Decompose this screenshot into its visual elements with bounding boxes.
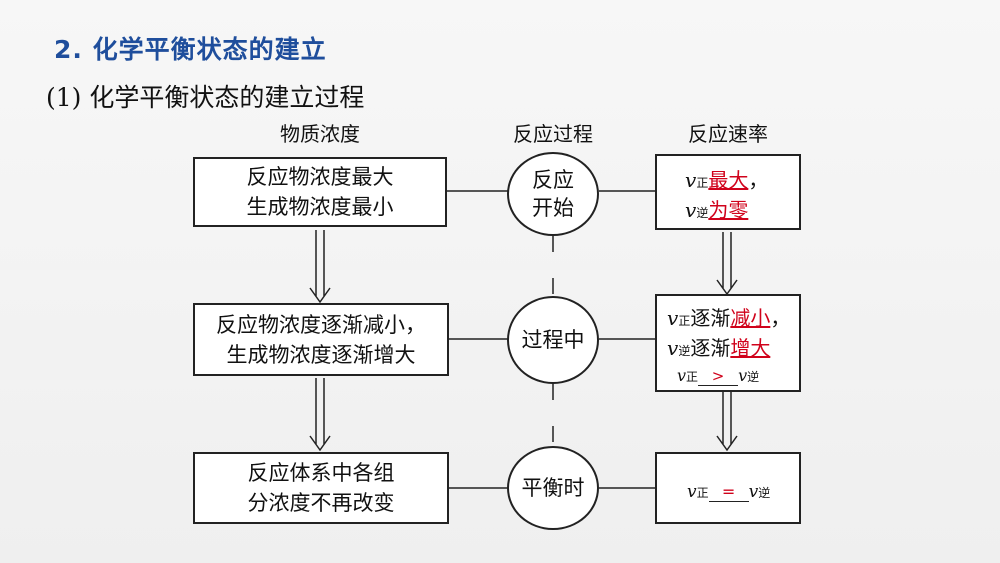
concentration-line: 生成物浓度最小 <box>246 195 394 219</box>
rate-line-reverse: v逆逐渐增大 <box>667 332 770 361</box>
stage-label: 过程中 <box>521 328 585 352</box>
answer-text: 最大 <box>708 168 749 192</box>
rate-box-start: v正最大， v逆为零 <box>655 154 801 230</box>
velocity-symbol: v <box>687 482 697 502</box>
answer-blank: > <box>698 367 739 386</box>
stage-label: 反应 <box>532 168 574 192</box>
rate-box-process: v正逐渐减小， v逆逐渐增大 v正>v逆 <box>655 294 801 392</box>
stage-circle-equilibrium: 平衡时 <box>507 446 599 530</box>
stage-label: 平衡时 <box>521 476 585 500</box>
concentration-line: 分浓度不再改变 <box>247 491 395 515</box>
subscript: 逆 <box>678 344 691 358</box>
velocity-symbol: v <box>667 306 679 330</box>
concentration-line: 生成物浓度逐渐增大 <box>226 342 416 367</box>
concentration-box-start: 反应物浓度最大 生成物浓度最小 <box>193 157 447 227</box>
concentration-line: 反应物浓度逐渐减小， <box>216 312 426 337</box>
concentration-line: 反应物浓度最大 <box>246 165 394 189</box>
answer-text: 减小 <box>730 306 771 330</box>
header-process: 反应过程 <box>513 122 593 146</box>
rate-line-forward: v正逐渐减小， <box>667 302 790 331</box>
header-rate: 反应速率 <box>688 122 768 146</box>
rate-compare: v正=v逆 <box>687 482 770 502</box>
subscript: 正 <box>678 314 691 328</box>
down-arrow-right-2 <box>716 392 738 452</box>
down-arrow-left-2 <box>309 378 331 452</box>
answer-text: 增大 <box>730 336 771 360</box>
subscript: 正 <box>696 176 709 190</box>
subscript: 正 <box>696 486 709 500</box>
rate-text: 逐渐 <box>690 306 731 330</box>
subscript: 逆 <box>696 206 709 220</box>
velocity-symbol: v <box>685 168 697 192</box>
punctuation: ， <box>770 306 791 330</box>
subscript: 逆 <box>758 486 771 500</box>
down-arrow-right-1 <box>716 232 738 296</box>
rate-line-reverse: v逆为零 <box>685 194 748 223</box>
concentration-box-equilibrium: 反应体系中各组 分浓度不再改变 <box>193 452 449 524</box>
header-concentration: 物质浓度 <box>280 122 360 146</box>
stage-circle-start: 反应 开始 <box>507 152 599 236</box>
section-title: 2. 化学平衡状态的建立 <box>54 35 327 64</box>
answer-text: 为零 <box>708 198 749 222</box>
rate-line-forward: v正最大， <box>685 164 768 193</box>
velocity-symbol: v <box>738 366 748 385</box>
velocity-symbol: v <box>748 482 759 502</box>
answer-blank: = <box>708 482 749 502</box>
velocity-symbol: v <box>685 198 697 222</box>
subscript: 正 <box>686 370 699 384</box>
rate-box-equilibrium: v正=v逆 <box>655 452 801 524</box>
stage-label: 开始 <box>532 196 574 220</box>
punctuation: ， <box>748 168 769 192</box>
sub-title: (1) 化学平衡状态的建立过程 <box>46 83 365 112</box>
velocity-symbol: v <box>667 336 679 360</box>
concentration-box-process: 反应物浓度逐渐减小， 生成物浓度逐渐增大 <box>193 303 449 376</box>
down-arrow-left-1 <box>309 230 331 304</box>
rate-text: 逐渐 <box>690 336 731 360</box>
concentration-line: 反应体系中各组 <box>247 461 395 485</box>
stage-circle-process: 过程中 <box>507 296 599 384</box>
rate-compare: v正>v逆 <box>677 366 759 386</box>
subscript: 逆 <box>747 370 760 384</box>
velocity-symbol: v <box>677 366 687 385</box>
